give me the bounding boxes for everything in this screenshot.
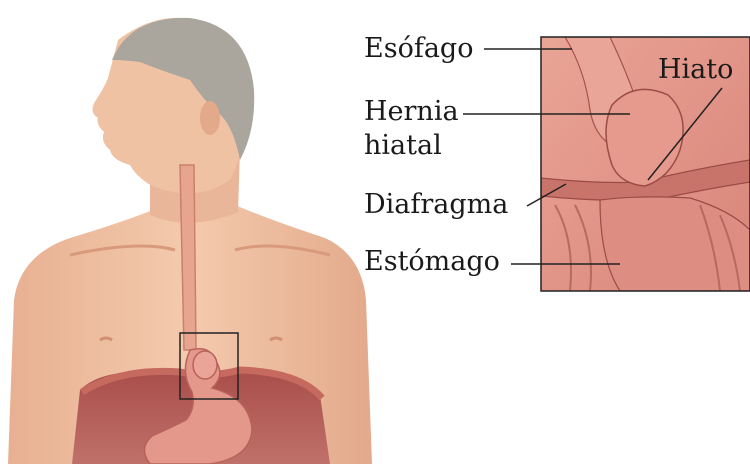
label-diafragma: Diafragma (364, 190, 508, 220)
label-hernia-line1: Hernia (364, 97, 459, 127)
hernia-bulge (193, 351, 217, 379)
human-figure (8, 18, 372, 464)
label-hernia-line2: hiatal (364, 131, 442, 161)
label-estomago: Estómago (364, 247, 500, 277)
ear (200, 101, 220, 135)
label-esofago: Esófago (364, 34, 473, 64)
label-hiato: Hiato (658, 55, 733, 85)
